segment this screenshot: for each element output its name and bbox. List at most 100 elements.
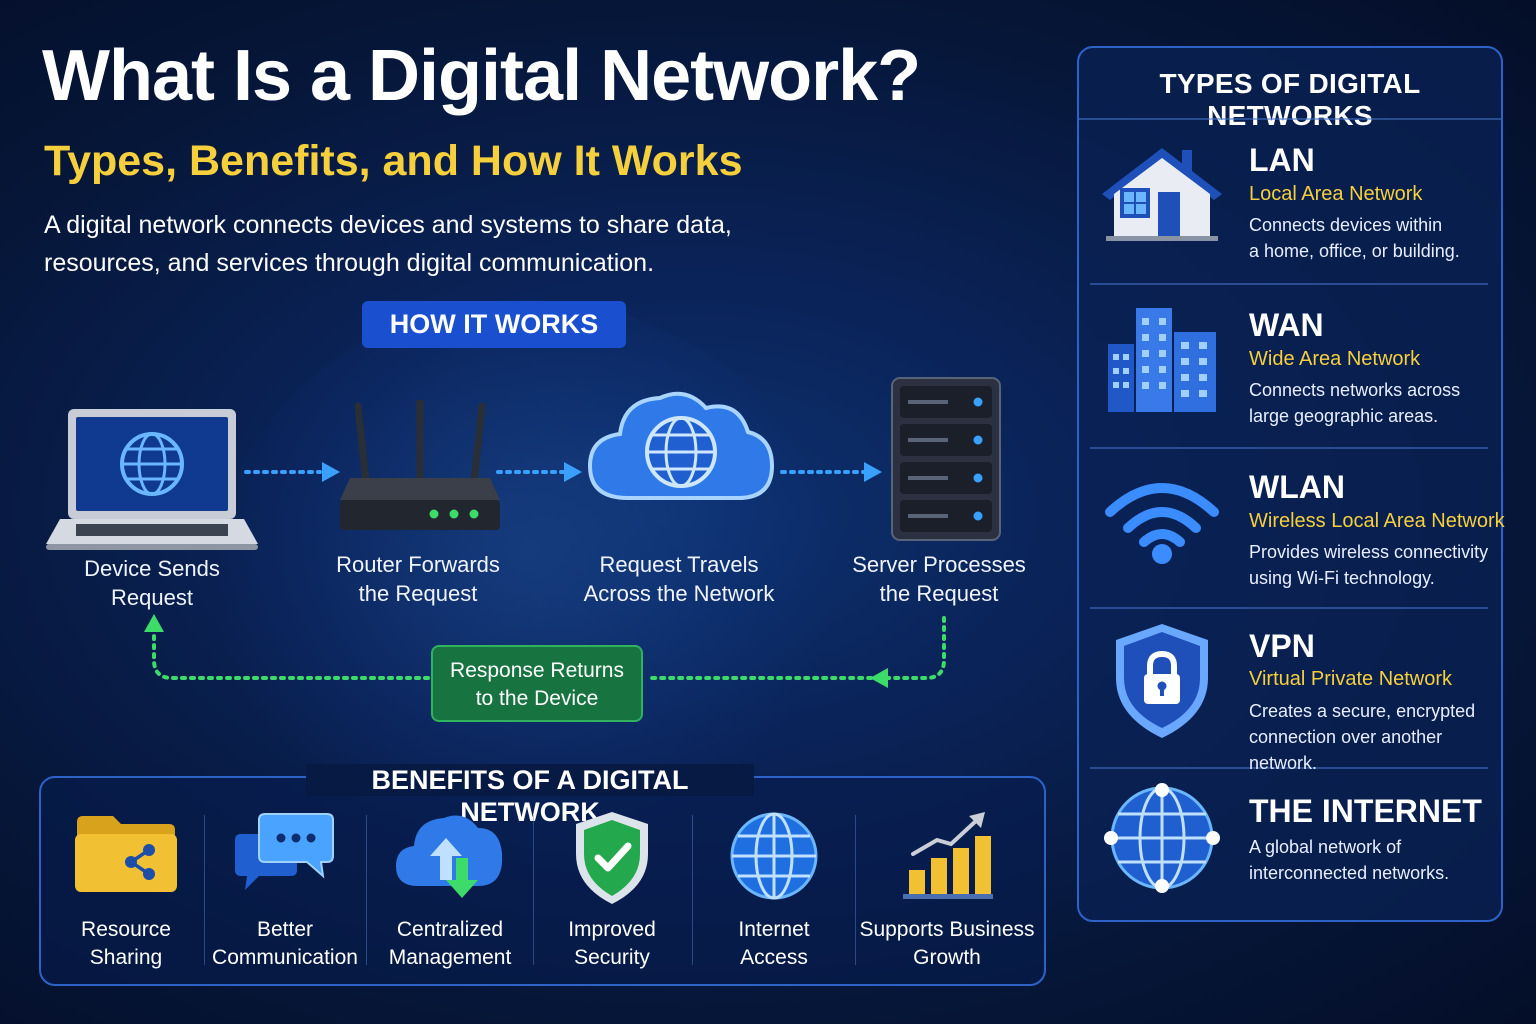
type-desc-line2: large geographic areas. — [1249, 406, 1439, 426]
benefit-line1: Supports Business — [859, 918, 1035, 941]
step-device-line1: Device Sends — [84, 556, 220, 581]
benefit-line2: Access — [740, 946, 808, 969]
types-divider — [1090, 447, 1488, 449]
response-line2: to the Device — [475, 687, 599, 710]
benefit-label: Improved Security — [534, 916, 690, 972]
page-title: What Is a Digital Network? — [42, 36, 921, 116]
benefit-label: Resource Sharing — [46, 916, 206, 972]
step-cloud-label: Request Travels Across the Network — [562, 550, 796, 608]
type-desc-line2: using Wi-Fi technology. — [1249, 568, 1435, 588]
type-desc-internet: A global network of interconnected netwo… — [1249, 834, 1499, 886]
house-icon — [1102, 148, 1222, 241]
wifi-icon — [1105, 483, 1219, 564]
benefit-better-communication: Better Communication — [206, 810, 364, 980]
benefit-label: Supports Business Growth — [856, 916, 1038, 972]
benefit-line1: Improved — [568, 918, 656, 941]
benefit-line2: Growth — [913, 946, 981, 969]
growth-chart-icon — [903, 812, 993, 899]
type-abbr-internet: THE INTERNET — [1249, 793, 1482, 829]
benefit-line1: Resource — [81, 918, 171, 941]
type-desc-lan: Connects devices within a home, office, … — [1249, 212, 1499, 264]
benefit-divider — [692, 815, 693, 965]
response-line1: Response Returns — [450, 659, 624, 682]
server-icon — [891, 377, 1001, 541]
benefits-panel — [39, 776, 1046, 986]
benefit-line1: Centralized — [396, 918, 504, 941]
benefit-line2: Management — [388, 946, 512, 969]
type-full-wlan: Wireless Local Area Network — [1249, 510, 1505, 532]
step-device-label: Device Sends Request — [52, 554, 252, 612]
benefit-business-growth: Supports Business Growth — [856, 810, 1038, 980]
type-full-wan: Wide Area Network — [1249, 348, 1421, 370]
benefit-label: Internet Access — [694, 916, 854, 972]
intro-text: A digital network connects devices and s… — [44, 211, 732, 277]
globe-icon — [730, 812, 818, 900]
response-arrowhead-right — [870, 668, 888, 688]
cloud-sync-icon — [396, 815, 503, 898]
lock-shield-icon — [1116, 624, 1208, 738]
type-desc-line1: Connects devices within — [1249, 215, 1443, 235]
benefit-line1: Internet — [738, 918, 810, 941]
type-abbr-lan: LAN — [1249, 142, 1315, 178]
benefit-line2: Sharing — [89, 946, 163, 969]
step-server-label: Server Processes the Request — [834, 550, 1044, 608]
types-title-divider — [1079, 118, 1501, 120]
response-line-left — [152, 630, 430, 680]
benefits-title: BENEFITS OF A DIGITAL NETWORK — [306, 764, 754, 827]
step-router-label: Router Forwards the Request — [318, 550, 518, 608]
type-desc-line2: a home, office, or building. — [1249, 241, 1460, 261]
step-device-line2: Request — [111, 585, 193, 610]
type-desc-wlan: Provides wireless connectivity using Wi-… — [1249, 539, 1499, 591]
benefit-centralized-management: Centralized Management — [368, 810, 532, 980]
step-server-line1: Server Processes — [852, 552, 1026, 577]
page-subtitle: Types, Benefits, and How It Works — [44, 137, 743, 185]
cloud-globe-icon — [588, 391, 774, 500]
type-desc-vpn: Creates a secure, encrypted connection o… — [1249, 698, 1499, 776]
type-desc-line2: interconnected networks. — [1249, 863, 1450, 883]
response-arrowhead-up — [144, 614, 164, 632]
types-divider — [1090, 607, 1488, 609]
internet-globe-icon — [1104, 783, 1220, 893]
type-full-vpn: Virtual Private Network — [1249, 668, 1453, 690]
shared-folder-icon — [75, 816, 177, 892]
benefit-resource-sharing: Resource Sharing — [46, 810, 206, 980]
types-divider — [1090, 283, 1488, 285]
step-server-line2: the Request — [879, 581, 999, 606]
arrowhead-2 — [564, 462, 582, 482]
benefit-divider — [366, 815, 367, 965]
benefit-line1: Better — [256, 918, 314, 941]
benefit-line2: Communication — [212, 946, 358, 969]
step-cloud-line1: Request Travels — [599, 552, 759, 577]
type-abbr-wlan: WLAN — [1249, 469, 1345, 505]
chat-bubbles-icon — [235, 813, 334, 890]
type-desc-wan: Connects networks across large geographi… — [1249, 377, 1499, 429]
benefit-divider — [855, 815, 856, 965]
step-router-line1: Router Forwards — [336, 552, 500, 577]
types-divider — [1090, 767, 1488, 769]
benefit-line2: Security — [574, 946, 650, 969]
how-it-works-badge: HOW IT WORKS — [362, 301, 626, 348]
types-title: TYPES OF DIGITAL NETWORKS — [1159, 68, 1421, 131]
step-router-line2: the Request — [358, 581, 478, 606]
benefit-label: Centralized Management — [368, 916, 532, 972]
laptop-icon — [46, 409, 258, 550]
benefit-divider — [204, 815, 205, 965]
type-abbr-wan: WAN — [1249, 307, 1324, 343]
router-icon — [340, 400, 500, 530]
type-desc-line1: Creates a secure, encrypted — [1249, 701, 1476, 721]
benefit-improved-security: Improved Security — [534, 810, 690, 980]
benefit-divider — [533, 815, 534, 965]
shield-check-icon — [576, 812, 648, 904]
buildings-icon — [1108, 308, 1216, 412]
response-line-right — [648, 616, 946, 680]
step-cloud-line2: Across the Network — [583, 581, 775, 606]
type-desc-line1: Provides wireless connectivity — [1249, 542, 1489, 562]
benefit-internet-access: Internet Access — [694, 810, 854, 980]
type-abbr-vpn: VPN — [1249, 628, 1315, 664]
type-desc-line1: Connects networks across — [1249, 380, 1461, 400]
response-box: Response Returns to the Device — [431, 645, 643, 722]
type-desc-line2: connection over another network. — [1249, 727, 1443, 773]
type-full-lan: Local Area Network — [1249, 183, 1423, 205]
type-desc-line1: A global network of — [1249, 837, 1402, 857]
arrowhead-3 — [864, 462, 882, 482]
